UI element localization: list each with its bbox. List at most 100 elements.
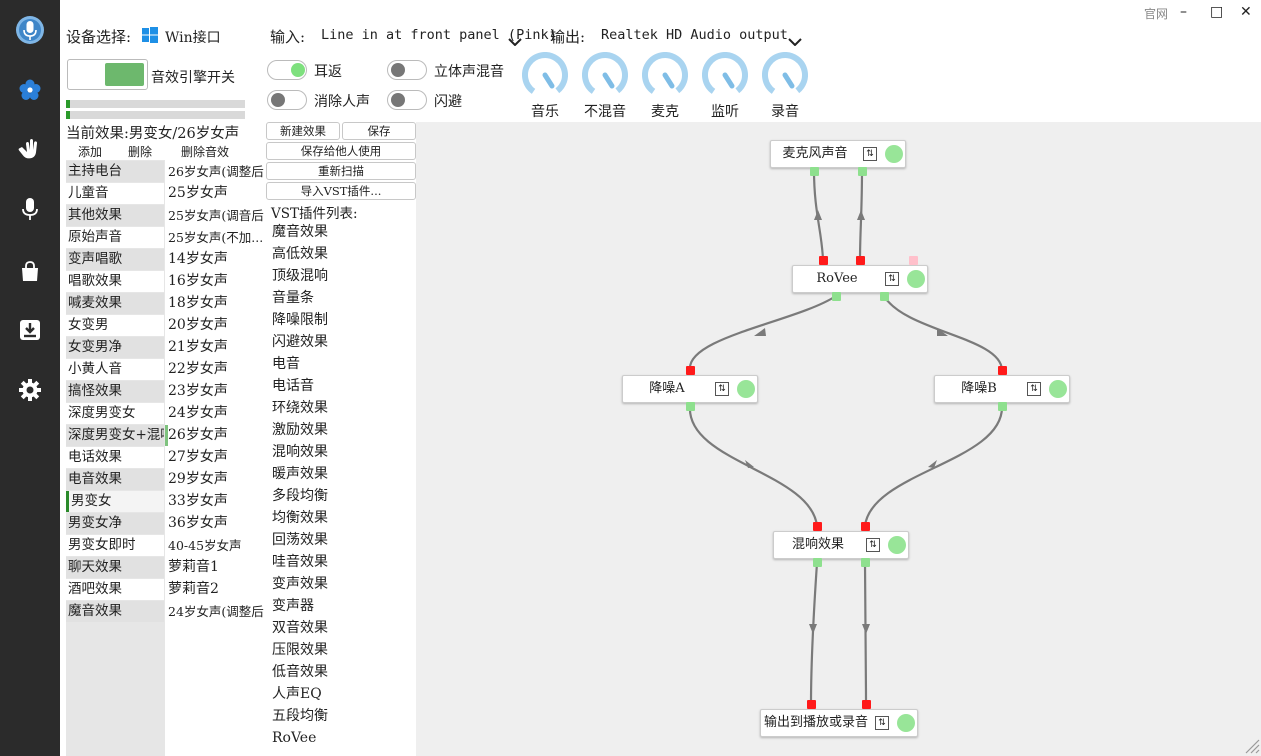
category-item[interactable]: 女变男净 bbox=[66, 337, 164, 358]
preset-item[interactable]: 36岁女声 bbox=[168, 515, 228, 531]
vocal-remove-toggle[interactable] bbox=[267, 90, 307, 110]
vst-plugin-item[interactable]: 双音效果 bbox=[272, 620, 328, 636]
vst-plugin-item[interactable]: 高低效果 bbox=[272, 246, 328, 262]
vst-plugin-item[interactable]: 低音效果 bbox=[272, 664, 328, 680]
output-port[interactable] bbox=[813, 558, 822, 567]
node-mic-input[interactable]: 麦克风声音⇅ bbox=[770, 140, 906, 168]
preset-item[interactable]: 27岁女声 bbox=[168, 449, 228, 465]
volume-knob[interactable] bbox=[642, 52, 688, 98]
volume-knob[interactable] bbox=[702, 52, 748, 98]
node-enable-indicator[interactable] bbox=[737, 380, 755, 398]
category-item[interactable]: 聊天效果 bbox=[66, 557, 164, 578]
preset-item[interactable]: 23岁女声 bbox=[168, 383, 228, 399]
output-port[interactable] bbox=[861, 558, 870, 567]
preset-item[interactable]: 24岁女声(调整后) bbox=[168, 604, 264, 619]
preset-item[interactable]: 22岁女声 bbox=[168, 361, 228, 377]
input-select[interactable]: Line in at front panel (Pink) bbox=[321, 27, 557, 43]
node-denoise-a[interactable]: 降噪A⇅ bbox=[622, 375, 758, 403]
input-port[interactable] bbox=[819, 256, 828, 265]
node-output[interactable]: 输出到播放或录音⇅ bbox=[760, 709, 918, 737]
chevron-down-icon[interactable] bbox=[788, 31, 802, 50]
vst-plugin-item[interactable]: 五段均衡 bbox=[272, 708, 328, 724]
category-item[interactable]: 酒吧效果 bbox=[66, 579, 164, 600]
preset-item[interactable]: 萝莉音2 bbox=[168, 581, 219, 597]
new-effect-button[interactable]: 新建效果 bbox=[266, 122, 340, 140]
official-site-link[interactable]: 官网 bbox=[1144, 7, 1169, 21]
category-item[interactable]: 变声唱歌 bbox=[66, 249, 164, 270]
vst-plugin-item[interactable]: 哇音效果 bbox=[272, 554, 328, 570]
node-enable-indicator[interactable] bbox=[907, 270, 925, 288]
vst-plugin-item[interactable]: 人声EQ bbox=[272, 686, 322, 702]
category-item[interactable]: 电音效果 bbox=[66, 469, 164, 490]
preset-item[interactable]: 24岁女声 bbox=[168, 405, 228, 421]
category-item[interactable]: 其他效果 bbox=[66, 205, 164, 226]
chevron-down-icon[interactable] bbox=[508, 31, 522, 50]
vst-plugin-item[interactable]: 多段均衡 bbox=[272, 488, 328, 504]
preset-item[interactable]: 萝莉音1 bbox=[168, 559, 219, 575]
volume-knob[interactable] bbox=[522, 52, 568, 98]
category-item[interactable]: 电话效果 bbox=[66, 447, 164, 468]
preset-item[interactable]: 26岁女声(调整后) bbox=[168, 164, 264, 179]
vst-plugin-item[interactable]: 顶级混响 bbox=[272, 268, 328, 284]
equalizer-icon[interactable]: ⇅ bbox=[863, 147, 877, 161]
preset-item[interactable]: 25岁女声(调音后) bbox=[168, 208, 264, 223]
vst-plugin-item[interactable]: 魔音效果 bbox=[272, 224, 328, 240]
equalizer-icon[interactable]: ⇅ bbox=[866, 538, 880, 552]
device-driver[interactable]: Win接口 bbox=[165, 30, 221, 46]
vst-plugin-item[interactable]: 变声效果 bbox=[272, 576, 328, 592]
input-port[interactable] bbox=[813, 522, 822, 531]
equalizer-icon[interactable]: ⇅ bbox=[875, 716, 889, 730]
vst-plugin-item[interactable]: 环绕效果 bbox=[272, 400, 328, 416]
vst-plugin-item[interactable]: 音量条 bbox=[272, 290, 314, 306]
gear-icon[interactable] bbox=[14, 374, 46, 406]
save-for-others-button[interactable]: 保存给他人使用 bbox=[266, 142, 416, 160]
volume-knob[interactable] bbox=[582, 52, 628, 98]
vst-plugin-item[interactable]: 降噪限制 bbox=[272, 312, 328, 328]
category-item[interactable]: 喊麦效果 bbox=[66, 293, 164, 314]
delete-sound-button[interactable]: 删除音效 bbox=[181, 145, 230, 159]
ducking-toggle[interactable] bbox=[387, 90, 427, 110]
preset-item[interactable]: 26岁女声 bbox=[168, 427, 228, 443]
output-port[interactable] bbox=[998, 402, 1007, 411]
import-vst-button[interactable]: 导入VST插件... bbox=[266, 182, 416, 200]
vst-plugin-item[interactable]: RoVee bbox=[272, 730, 317, 746]
equalizer-icon[interactable]: ⇅ bbox=[1027, 382, 1041, 396]
effect-graph-canvas[interactable] bbox=[416, 122, 1261, 756]
category-item[interactable]: 原始声音 bbox=[66, 227, 164, 248]
vst-plugin-item[interactable]: 变声器 bbox=[272, 598, 314, 614]
vst-plugin-item[interactable]: 回荡效果 bbox=[272, 532, 328, 548]
vst-plugin-item[interactable]: 电音 bbox=[272, 356, 300, 372]
output-select[interactable]: Realtek HD Audio output bbox=[601, 27, 788, 43]
category-item[interactable]: 儿童音 bbox=[66, 183, 164, 204]
preset-item[interactable]: 33岁女声 bbox=[168, 493, 228, 509]
preset-item[interactable]: 21岁女声 bbox=[168, 339, 228, 355]
category-item[interactable]: 男变女即时 bbox=[66, 535, 164, 556]
node-rovee[interactable]: RoVee⇅ bbox=[792, 265, 928, 293]
node-reverb[interactable]: 混响效果⇅ bbox=[773, 531, 909, 559]
delete-effect-button[interactable]: 删除 bbox=[128, 145, 153, 159]
preset-item[interactable]: 14岁女声 bbox=[168, 251, 228, 267]
flower-icon[interactable] bbox=[14, 74, 46, 106]
equalizer-icon[interactable]: ⇅ bbox=[715, 382, 729, 396]
save-button[interactable]: 保存 bbox=[342, 122, 416, 140]
category-item[interactable]: 搞怪效果 bbox=[66, 381, 164, 402]
sidechain-port[interactable] bbox=[909, 256, 918, 265]
engine-switch[interactable] bbox=[67, 59, 148, 90]
equalizer-icon[interactable]: ⇅ bbox=[885, 272, 899, 286]
vst-plugin-item[interactable]: 激励效果 bbox=[272, 422, 328, 438]
output-port[interactable] bbox=[810, 167, 819, 176]
output-port[interactable] bbox=[880, 292, 889, 301]
input-port[interactable] bbox=[807, 700, 816, 709]
volume-knob[interactable] bbox=[762, 52, 808, 98]
category-item[interactable]: 魔音效果 bbox=[66, 601, 164, 622]
output-port[interactable] bbox=[858, 167, 867, 176]
preset-item[interactable]: 16岁女声 bbox=[168, 273, 228, 289]
output-port[interactable] bbox=[832, 292, 841, 301]
preset-item[interactable]: 25岁女声 bbox=[168, 185, 228, 201]
node-enable-indicator[interactable] bbox=[1049, 380, 1067, 398]
output-port[interactable] bbox=[686, 402, 695, 411]
microphone-app-icon[interactable] bbox=[14, 14, 46, 46]
category-item[interactable]: 深度男变女+混响 bbox=[66, 425, 164, 446]
maximize-button[interactable]: □ bbox=[1210, 4, 1224, 20]
category-item[interactable]: 小黄人音 bbox=[66, 359, 164, 380]
